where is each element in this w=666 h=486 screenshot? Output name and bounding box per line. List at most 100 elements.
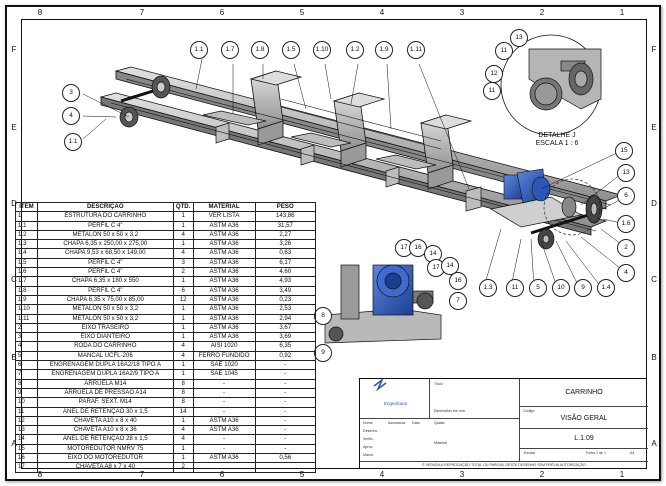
bom-item: 1.10 (15, 304, 38, 315)
bom-item: 1.4 (15, 248, 38, 259)
callout-balloon: 6 (617, 187, 635, 205)
bom-description: METALON 50 x 50 x 3,2 (36, 304, 174, 315)
bom-description: RODA DO CARRINHO (36, 341, 174, 352)
callout-balloon: 1.9 (375, 41, 393, 59)
bom-item: 1.2 (15, 229, 38, 241)
zone-label: 6 (219, 470, 225, 479)
callout-balloon: 5 (529, 279, 547, 297)
drawing-title: CARRINHO (565, 389, 603, 396)
tb-label: Desenho (363, 429, 378, 433)
bom-description: CHAPA 9,53 x 68,50 x 149,00 (36, 248, 174, 259)
bom-material: ASTM A36 (192, 276, 256, 287)
bom-item: 1.8 (15, 285, 38, 296)
bom-material: ASTM A36 (192, 248, 256, 259)
bom-description: CHAPA 6,35 x 180 x 550 (36, 276, 174, 287)
bom-material: ASTM A36 (192, 425, 256, 436)
title-block: Engenharia CARRINHO VISÃO GERAL L.1.09 N… (359, 378, 648, 469)
callout-balloon: 3 (62, 84, 80, 102)
bom-item: 1.9 (15, 294, 38, 306)
bom-weight: 2,94 (254, 313, 317, 324)
callout-balloon: 9 (314, 344, 332, 362)
zone-label: 8 (37, 470, 43, 479)
callout-balloon: 2 (617, 239, 635, 257)
bom-qty: 8 (172, 378, 194, 389)
callout-balloon: 1.7 (221, 41, 239, 59)
company-name: Engenharia (384, 401, 408, 406)
bom-item: 3 (15, 332, 38, 343)
bom-qty: 1 (172, 304, 194, 315)
callout-balloon: 11 (483, 82, 501, 100)
bom-material: - (192, 397, 256, 408)
zone-labels-bottom: 8 7 6 5 4 3 2 1 (21, 469, 647, 481)
bom-qty: 4 (172, 434, 194, 445)
bom-description: ENGRENAGEM DUPLA 16A2/9 TIPO A (36, 369, 174, 380)
zone-label: 5 (299, 470, 305, 479)
bom-weight: 2,27 (254, 229, 317, 241)
bom-description: PERFIL C 4" (36, 220, 174, 231)
bom-weight: 31,57 (254, 220, 317, 231)
bom-material: ASTM A36 (192, 452, 256, 464)
bom-material: - (192, 387, 256, 399)
callout-balloon: 1.2 (346, 41, 364, 59)
bom-header-item: ITEM (15, 201, 38, 213)
zone-label: C (651, 275, 657, 284)
bom-weight: - (254, 434, 317, 445)
tb-label: Título (434, 382, 443, 386)
bom-description: METALON 50 x 50 x 3,2 (36, 229, 174, 241)
bom-weight: - (254, 387, 317, 399)
bom-weight: - (254, 378, 317, 389)
callout-balloon: 1.5 (282, 41, 300, 59)
bom-item: 16 (15, 452, 38, 464)
zone-label: 4 (379, 8, 385, 17)
callout-balloon: 11 (506, 279, 524, 297)
bom-qty: 1 (172, 313, 194, 324)
bom-item: 1.3 (15, 239, 38, 250)
zone-label: 2 (539, 470, 545, 479)
zone-label: 2 (539, 8, 545, 17)
bom-description: ANEL DE RETENÇÃO 28 x 1,5 (36, 434, 174, 445)
zone-label: 3 (459, 8, 465, 17)
callout-balloon: 13 (617, 164, 635, 182)
bom-description: MANCAL UCFL-206 (36, 350, 174, 362)
bom-qty: 1 (172, 220, 194, 231)
bom-description: EIXO TRASEIRO (36, 322, 174, 334)
callout-balloon: 16 (449, 272, 467, 290)
bom-description: CHAVETA A10 x 8 x 40 (36, 415, 174, 427)
bom-qty: 14 (172, 406, 194, 417)
bom-material: ASTM A36 (192, 294, 256, 306)
tb-label: Verific. (363, 437, 374, 441)
bom-description: CHAVETA A10 x 8 x 36 (36, 425, 174, 436)
drawing-code: L.1.09 (574, 435, 594, 442)
tb-label: Manuf. (363, 453, 374, 457)
zone-label: E (651, 123, 657, 132)
bom-material: AISI 1020 (192, 341, 256, 352)
bom-weight: - (254, 360, 317, 371)
zone-label: 8 (37, 8, 43, 17)
bom-material: ASTM A36 (192, 239, 256, 250)
callout-balloon: 9 (574, 279, 592, 297)
bom-item: 1.1 (15, 220, 38, 231)
bom-material: ASTM A36 (192, 304, 256, 315)
zone-label: 4 (379, 470, 385, 479)
bom-qty: 4 (172, 229, 194, 241)
bom-qty: 2 (172, 462, 194, 473)
bom-item: 10 (15, 397, 38, 408)
bom-item: 2 (15, 322, 38, 334)
zone-label: B (651, 353, 657, 362)
zone-label: 7 (139, 8, 145, 17)
zone-label: 3 (459, 470, 465, 479)
tb-label: Dimensões em mm (434, 409, 465, 413)
bom-qty: 1 (172, 415, 194, 427)
detail-view-title: DETALHE J ESCALA 1 : 6 (522, 132, 592, 148)
